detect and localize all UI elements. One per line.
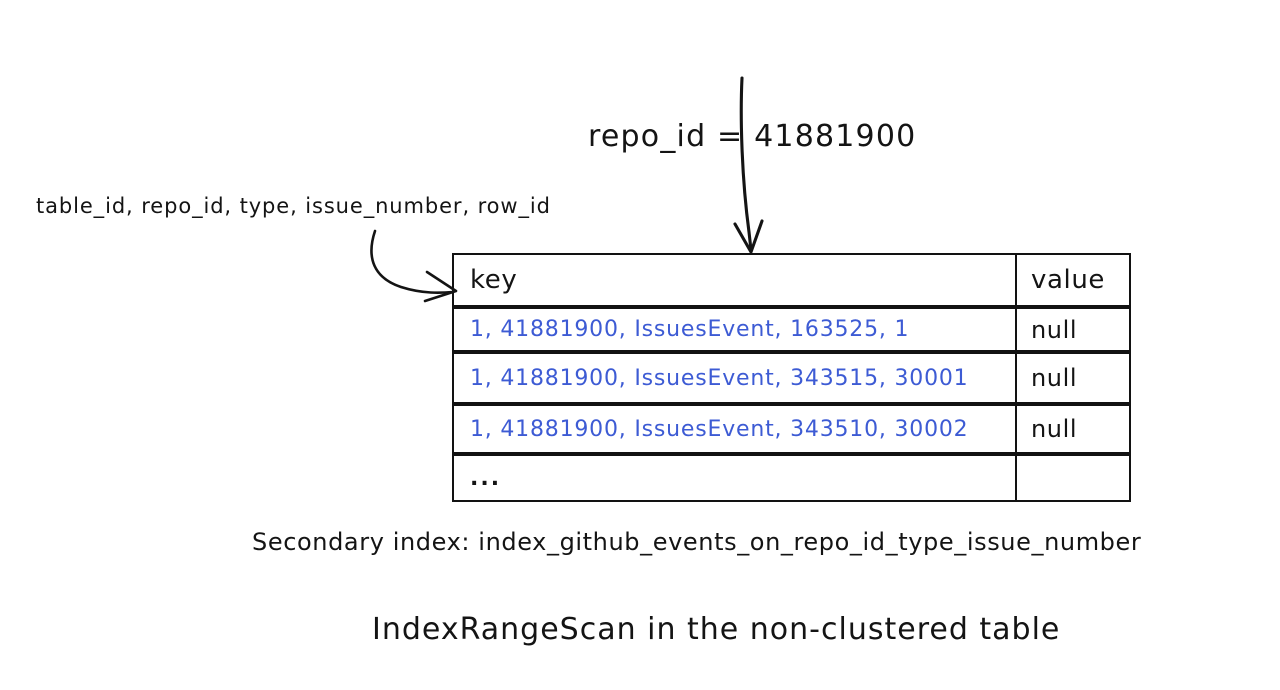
- predicate-arrow-icon: [733, 76, 764, 254]
- row-cell-key: 1, 41881900, IssuesEvent, 343510, 30002: [454, 406, 1014, 452]
- row-cell-value: [1015, 456, 1129, 500]
- table-row: 1, 41881900, IssuesEvent, 343510, 30002 …: [452, 404, 1131, 454]
- header-key-label: key: [470, 265, 518, 295]
- table-row: 1, 41881900, IssuesEvent, 163525, 1 null: [452, 307, 1131, 352]
- row-key-text: 1, 41881900, IssuesEvent, 163525, 1: [470, 317, 910, 342]
- index-columns-label: table_id, repo_id, type, issue_number, r…: [36, 194, 551, 218]
- secondary-index-caption: Secondary index: index_github_events_on_…: [252, 528, 1142, 556]
- row-value-text: null: [1031, 315, 1078, 344]
- predicate-label: repo_id = 41881900: [588, 119, 917, 154]
- row-key-text: 1, 41881900, IssuesEvent, 343515, 30001: [470, 365, 969, 391]
- row-value-text: null: [1031, 364, 1078, 392]
- table-header-row: key value: [452, 253, 1131, 307]
- row-cell-value: null: [1015, 406, 1129, 452]
- index-kv-table: key value 1, 41881900, IssuesEvent, 1635…: [452, 253, 1131, 502]
- header-cell-value: value: [1015, 255, 1129, 305]
- row-cell-value: null: [1015, 309, 1129, 350]
- row-cell-value: null: [1015, 354, 1129, 402]
- row-cell-key: 1, 41881900, IssuesEvent, 343515, 30001: [454, 354, 1014, 402]
- figure-title: IndexRangeScan in the non-clustered tabl…: [372, 612, 1061, 647]
- columns-arrow-icon: [370, 229, 458, 303]
- row-cell-key: ...: [454, 456, 1014, 500]
- row-value-text: null: [1031, 415, 1078, 443]
- header-cell-key: key: [454, 255, 1014, 305]
- row-key-text: ...: [470, 465, 502, 491]
- table-row: 1, 41881900, IssuesEvent, 343515, 30001 …: [452, 352, 1131, 404]
- row-key-text: 1, 41881900, IssuesEvent, 343510, 30002: [470, 416, 969, 442]
- header-value-label: value: [1031, 265, 1106, 295]
- row-cell-key: 1, 41881900, IssuesEvent, 163525, 1: [454, 309, 1014, 350]
- table-row-ellipsis: ...: [452, 454, 1131, 502]
